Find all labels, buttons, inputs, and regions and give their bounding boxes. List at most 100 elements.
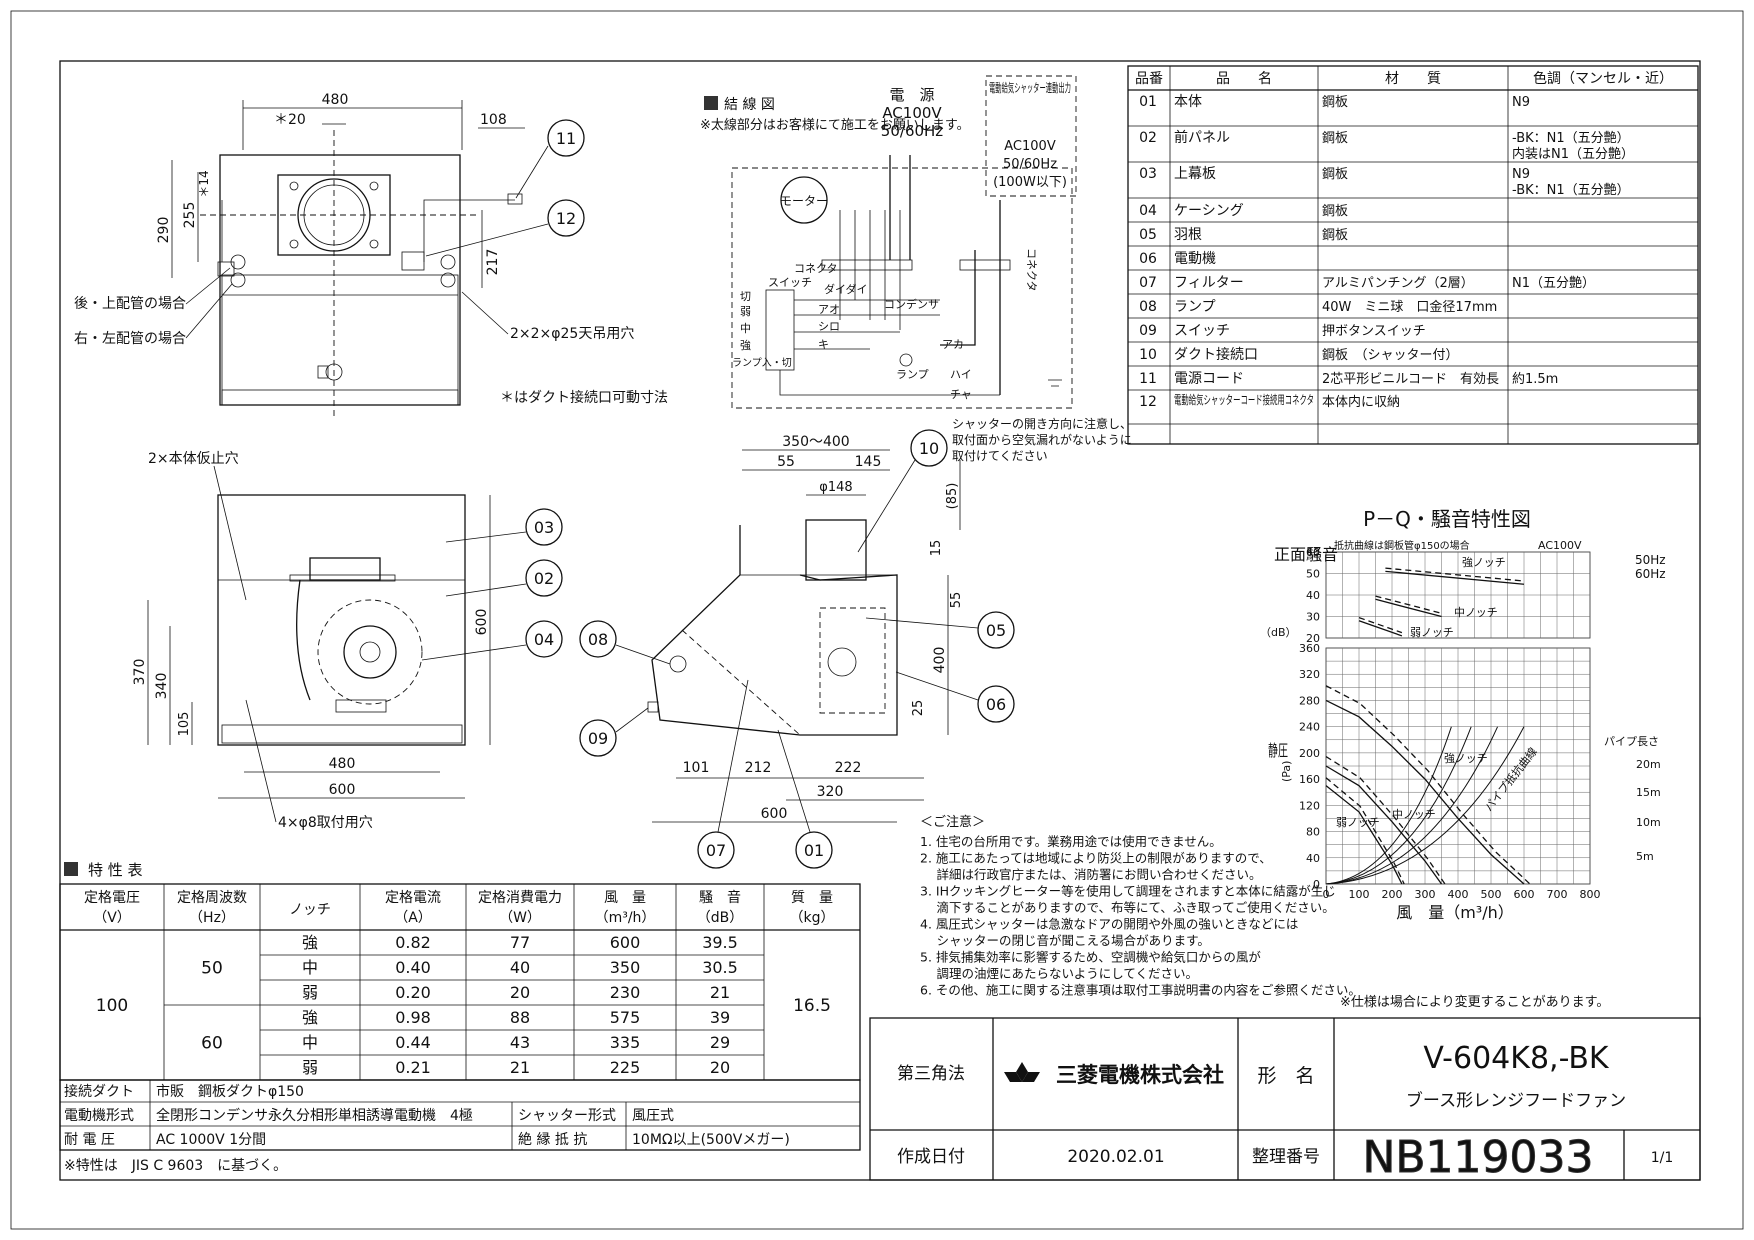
spec-cell: 0.21 — [395, 1058, 431, 1077]
noise-tick: 20 — [1306, 632, 1320, 645]
pressure-line-0 — [1325, 699, 1525, 885]
part-color-extra: 内装はN1（五分艶） — [1512, 146, 1634, 162]
part-no: 07 — [1139, 275, 1157, 291]
spec-cell: 強 — [302, 933, 318, 952]
shutter-freq: 50/60Hz — [1003, 157, 1057, 172]
spec-cell: 575 — [610, 1008, 641, 1027]
part-no: 04 — [1139, 203, 1157, 219]
dim-320: 320 — [817, 784, 844, 800]
rated-frequency: 50 — [201, 959, 223, 979]
spec-header: 定格周波数 — [177, 890, 247, 906]
dim-star14: ＊14 — [197, 170, 211, 197]
pressure-label: 静圧 — [1268, 741, 1288, 760]
shutter-type-value: 風圧式 — [632, 1108, 674, 1124]
wire-orange: ダイダイ — [824, 282, 868, 296]
drawing-number: NB119033 — [1362, 1132, 1593, 1183]
spec-cell: 弱 — [302, 983, 318, 1002]
noise-notch-high: 強ノッチ — [1462, 556, 1506, 569]
part-name: ランプ — [1174, 299, 1216, 315]
part-name: スイッチ — [1174, 323, 1230, 339]
noise-notch-low: 弱ノッチ — [1410, 626, 1454, 639]
spec-cell: 0.44 — [395, 1033, 431, 1052]
chart-title: P－Q・騒音特性図 — [1363, 507, 1531, 531]
callout-09: 09 — [588, 729, 608, 748]
spec-footnote: ※特性は JIS C 9603 に基づく。 — [64, 1157, 287, 1174]
spec-cell: 0.82 — [395, 933, 431, 952]
parts-header-0: 品番 — [1135, 71, 1163, 87]
dim-108: 108 — [480, 112, 507, 128]
spec-cell: 中 — [302, 1033, 318, 1052]
note-line: 滴下することがありますので、布等にて、ふき取ってご使用ください。 — [920, 900, 1335, 915]
parts-header-3: 色調（マンセル・近） — [1533, 70, 1673, 87]
callout-05: 05 — [986, 621, 1006, 640]
front-view: 2×本体仮止穴 600 370 340 105 480 600 03 02 04… — [132, 451, 563, 831]
pipe-10m: 10m — [1636, 816, 1661, 829]
part-name: 電動機 — [1174, 251, 1216, 267]
condenser-label: コンデンサ — [884, 297, 939, 311]
spec-cell: 強 — [302, 1008, 318, 1027]
dim-25: 25 — [911, 700, 926, 717]
flow-tick: 0 — [1323, 888, 1330, 901]
label-right-left-piping: 右・左配管の場合 — [74, 331, 186, 347]
part-name: ダクト接続口 — [1174, 346, 1258, 363]
wire-yellow: キ — [818, 338, 829, 351]
spec-cell: 350 — [610, 958, 641, 977]
wiring-title: 結 線 図 — [724, 97, 775, 113]
spec-cell: 21 — [710, 983, 730, 1002]
part-material: 鋼板 — [1322, 204, 1348, 219]
noise-tick: 60 — [1306, 546, 1320, 559]
pressure-line-1 — [1325, 765, 1443, 885]
note-line: 調理の油煙にあたらないようにしてください。 — [920, 966, 1198, 981]
wire-blue: アオ — [818, 303, 840, 316]
spec-cell: 39.5 — [702, 933, 738, 952]
part-name: 前パネル — [1174, 129, 1230, 146]
number-label: 整理番号 — [1252, 1147, 1320, 1167]
spec-cell: 中 — [302, 958, 318, 977]
shutter-output-title: 電動給気シャッター連動出力 — [989, 80, 1071, 95]
note-line: 4. 風圧式シャッターは急激なドアの開閉や外風の強いときなどには — [920, 917, 1298, 932]
spec-header-unit: （V） — [93, 910, 131, 926]
note-line: 1. 住宅の台所用です。業務用途では使用できません。 — [920, 834, 1222, 849]
spec-cell: 39 — [710, 1008, 730, 1027]
switch-pos-lamp: ランプ入・切 — [732, 357, 792, 369]
spec-cell: 29 — [710, 1033, 730, 1052]
switch-pos-high: 強 — [740, 339, 751, 352]
dim-480-front: 480 — [329, 756, 356, 772]
company-name: 三菱電機株式会社 — [1056, 1063, 1224, 1087]
connector-label-right: コネクタ — [1025, 248, 1038, 292]
part-material: 鋼板 （シャッター付） — [1322, 348, 1459, 363]
note-line: シャッターの閉じ音が聞こえる場合があります。 — [920, 933, 1210, 948]
callout-02: 02 — [534, 569, 554, 588]
duct-value: 市販 鋼板ダクトφ150 — [156, 1083, 304, 1100]
switch-pos-low: 弱 — [740, 305, 751, 318]
spec-cell: 0.40 — [395, 958, 431, 977]
switch-label: スイッチ — [768, 276, 812, 289]
rated-voltage: 100 — [96, 996, 128, 1016]
note-line: 詳細は行政官庁または、消防署にお問い合わせください。 — [920, 867, 1261, 882]
spec-header: 定格電流 — [385, 890, 441, 906]
part-material: 本体内に収納 — [1322, 394, 1400, 410]
pressure-notch-mid: 中ノッチ — [1392, 808, 1436, 821]
noise-line-dashed-1 — [1375, 595, 1442, 614]
spec-cell: 600 — [610, 933, 641, 952]
noise-line-1 — [1375, 598, 1442, 618]
spec-header-unit: （W） — [499, 910, 541, 926]
model-number: V-604K8,-BK — [1423, 1041, 1609, 1076]
part-name: 電動給気シャッターコード接続用コネクタ — [1174, 392, 1314, 407]
callout-03: 03 — [534, 518, 554, 537]
pressure-line-dashed-0 — [1325, 685, 1531, 885]
note-line: 5. 排気捕集効率に影響するため、空調機や給気口からの風が — [920, 950, 1261, 965]
part-no: 08 — [1139, 299, 1157, 315]
noise-unit: （dB） — [1260, 626, 1297, 639]
part-color-extra: -BK：N1（五分艶） — [1512, 182, 1630, 198]
dim-212: 212 — [745, 760, 772, 776]
sheet-number: 1/1 — [1651, 1150, 1674, 1166]
switch-pos-mid: 中 — [740, 322, 751, 335]
dim-55-right: 55 — [949, 592, 964, 609]
motor-type-label: 電動機形式 — [64, 1108, 134, 1124]
notes-heading: ＜ご注意＞ — [920, 814, 985, 830]
part-material: アルミパンチング（2層） — [1322, 276, 1474, 291]
part-color: N1（五分艶） — [1512, 275, 1595, 291]
motor-type-value: 全閉形コンデンサ永久分相形単相誘導電動機 4極 — [156, 1107, 473, 1124]
